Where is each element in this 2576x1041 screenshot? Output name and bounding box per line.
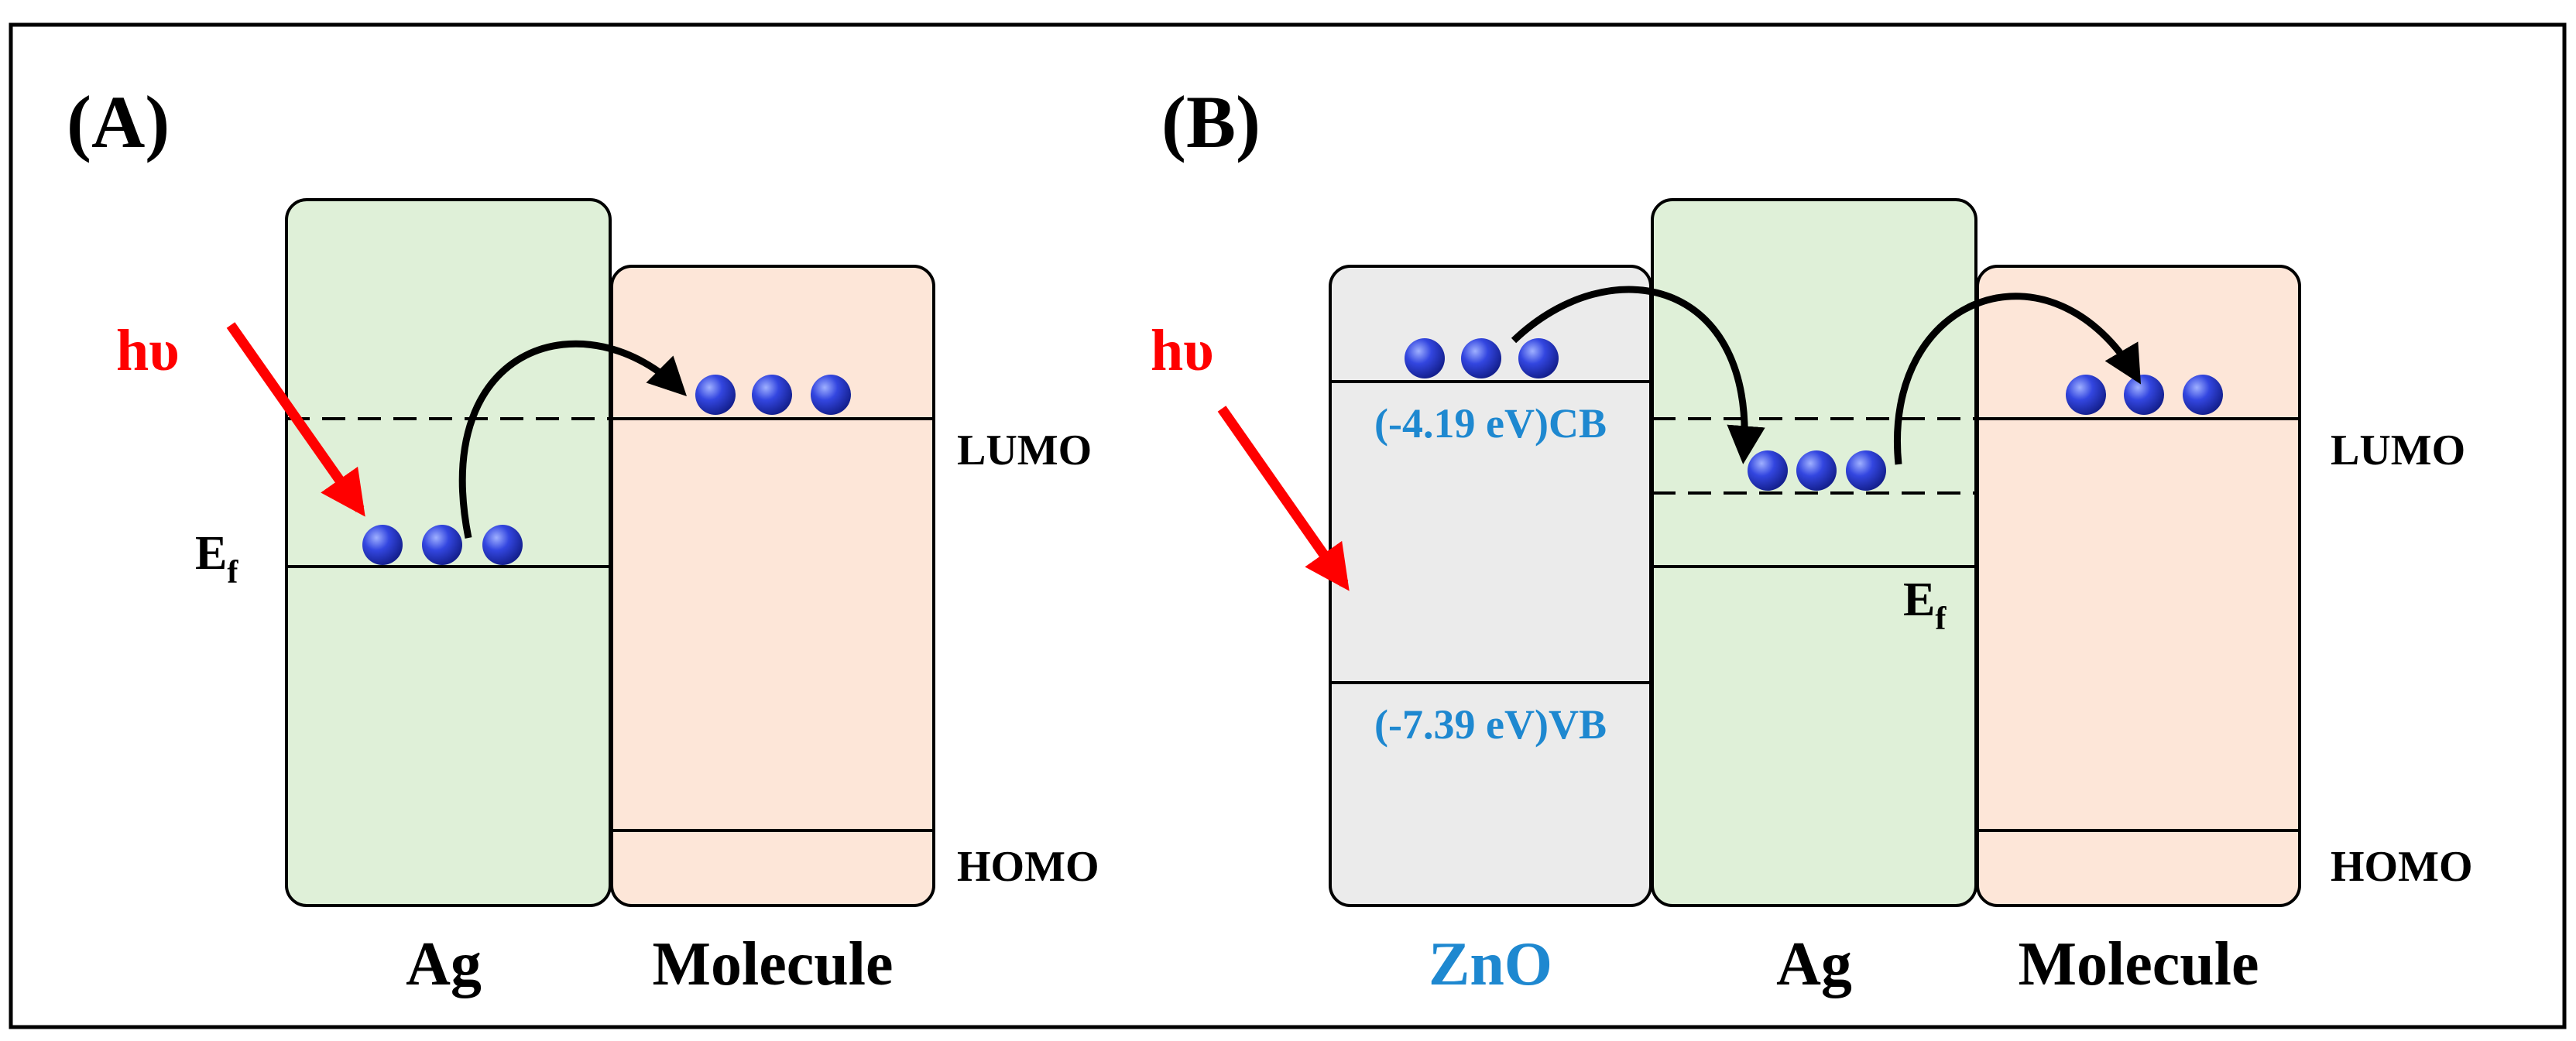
panel-a-label: (A) [67, 80, 170, 163]
panel-a-homo-label: HOMO [957, 843, 1099, 891]
panel-a-lumo-label: LUMO [957, 426, 1092, 474]
panel-b-ag-block [1651, 198, 1977, 907]
electron [1405, 338, 1445, 378]
electron [1846, 450, 1886, 491]
electron [1796, 450, 1837, 491]
panel-b-cb-electrons [1405, 338, 1559, 378]
electron [2183, 375, 2223, 415]
panel-a-molecule-label: Molecule [653, 930, 894, 998]
panel-a-lumo-electrons [695, 375, 851, 415]
panel-b-light-arrow [1217, 406, 1350, 591]
panel-b-cb-label: (-4.19 eV)CB [1374, 400, 1607, 447]
electron [695, 375, 736, 415]
panel-b-light-label: hυ [1151, 318, 1214, 383]
panel-b-molecule-block [1976, 265, 2301, 907]
electron [811, 375, 851, 415]
electron [1748, 450, 1788, 491]
panel-b-homo-label: HOMO [2331, 843, 2473, 891]
panel-a: (A) hυ Ef LUMO [67, 80, 1099, 998]
panel-b-label: (B) [1161, 80, 1261, 163]
panel-b-ag-electrons [1748, 450, 1886, 491]
panel-a-transfer-arrow [458, 340, 688, 539]
panel-b-zno-label: ZnO [1429, 930, 1552, 998]
panel-b-ag-label: Ag [1776, 930, 1852, 998]
electron [482, 525, 523, 565]
electron [362, 525, 403, 565]
panel-a-molecule-block [610, 265, 935, 907]
panel-a-fermi-electrons [362, 525, 523, 565]
panel-b: (B) [1151, 80, 2473, 998]
electron [752, 375, 792, 415]
panel-b-vb-label: (-7.39 eV)VB [1374, 701, 1607, 748]
electron [1518, 338, 1559, 378]
panel-b-fermi-label: Ef [1903, 574, 1947, 637]
panel-a-fermi-label: Ef [195, 527, 238, 591]
panel-b-ag-to-molecule-arrow [1894, 293, 2142, 465]
panel-a-light-label: hυ [116, 318, 180, 383]
electron [2066, 375, 2106, 415]
panel-b-lumo-electrons [2066, 375, 2223, 415]
electron [422, 525, 462, 565]
electron [2124, 375, 2164, 415]
panel-b-lumo-label: LUMO [2331, 426, 2465, 474]
panel-b-molecule-label: Molecule [2019, 930, 2259, 998]
panel-b-zno-to-ag-arrow [1511, 286, 1765, 464]
electron [1461, 338, 1501, 378]
panel-a-light-arrow [226, 322, 365, 517]
panel-a-ag-label: Ag [406, 930, 482, 998]
